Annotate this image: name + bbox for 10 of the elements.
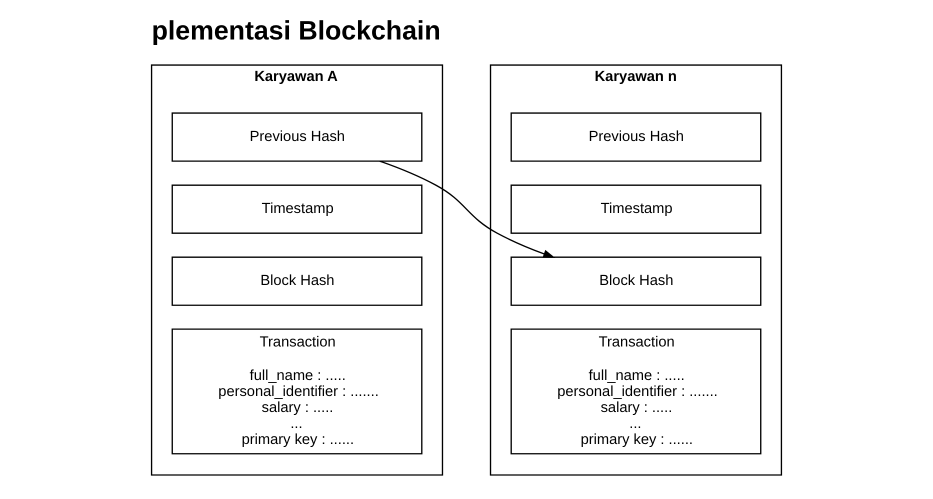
node-box: Timestamp	[172, 184, 422, 234]
node-box: Timestamp	[510, 184, 762, 234]
node-box: Previous Hash	[510, 112, 762, 162]
node-box: Block Hash	[510, 256, 762, 306]
node-box: Previous Hash	[172, 112, 422, 162]
node-box: Block Hash	[172, 256, 422, 306]
node-box: Transaction full_name : ..... personal_identifier : ....... salary : ..... ... primary key : ......	[172, 328, 422, 454]
diagram-title: plementasi Blockchain	[152, 15, 441, 46]
arrow	[379, 160, 556, 258]
node-box: Transaction full_name : ..... personal_identifier : ....... salary : ..... ... primary key : ......	[510, 328, 762, 454]
